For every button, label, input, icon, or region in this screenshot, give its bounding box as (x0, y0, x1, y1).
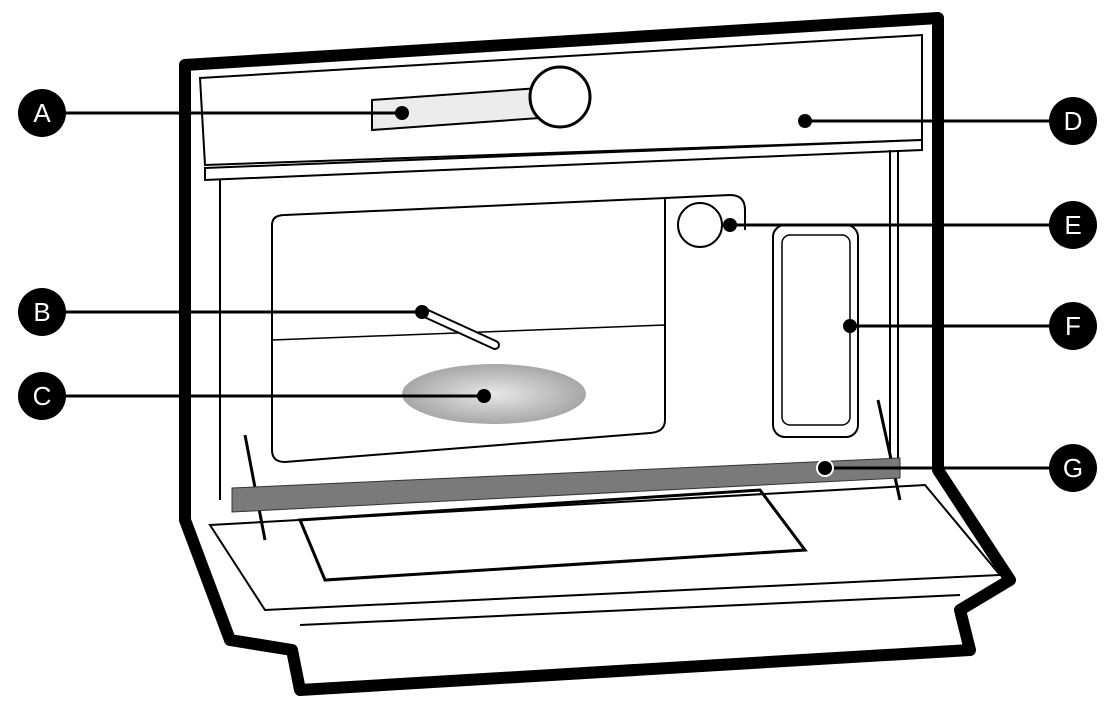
callout-e: E (723, 201, 1097, 249)
door-seal-bar (231, 457, 901, 513)
callout-g: G (816, 444, 1097, 492)
callout-label-b: B (33, 297, 50, 327)
oven-light (677, 202, 723, 248)
callout-label-f: F (1065, 311, 1081, 341)
control-knob (528, 65, 592, 129)
callout-label-g: G (1063, 453, 1083, 483)
callout-badge-a (18, 89, 66, 137)
callout-label-a: A (33, 98, 51, 128)
callout-label-e: E (1064, 210, 1081, 240)
callout-label-d: D (1064, 106, 1083, 136)
callout-f: F (843, 302, 1097, 350)
callout-c: C (18, 372, 491, 420)
callout-d: D (798, 97, 1097, 145)
callout-a: A (18, 89, 409, 137)
outer-frame (179, 12, 1016, 696)
callout-label-c: C (33, 381, 52, 411)
callout-b: B (18, 288, 429, 336)
cavity-floor-element (402, 364, 586, 424)
